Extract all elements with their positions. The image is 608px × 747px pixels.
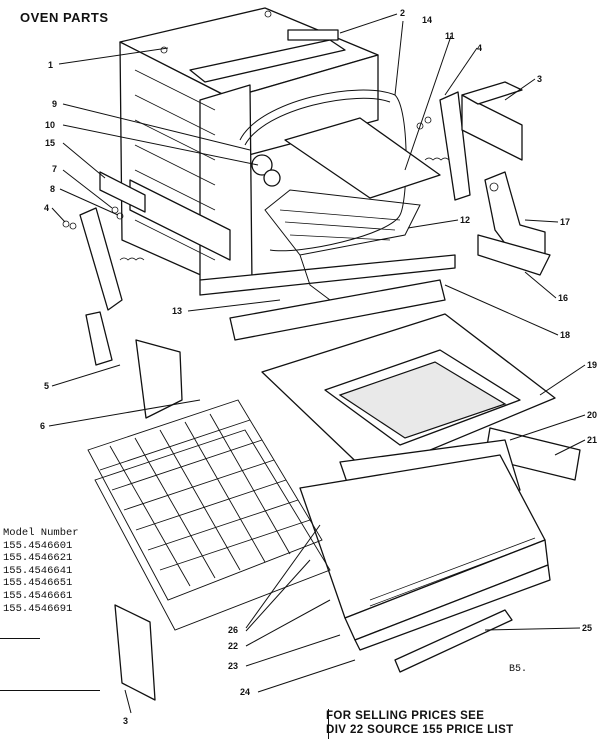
callout-1: 1	[48, 60, 53, 70]
callout-10: 10	[45, 120, 55, 130]
callout-2: 2	[400, 8, 405, 18]
callout-9: 9	[52, 99, 57, 109]
callout-6: 6	[40, 421, 45, 431]
model-number: 155.4546601	[3, 539, 73, 552]
drawing-code: B5.	[509, 664, 528, 675]
model-number: 155.4546621	[3, 552, 73, 565]
callout-3: 3	[537, 74, 542, 84]
bracket-16	[477, 234, 551, 276]
bracket-3-bottom	[114, 604, 156, 701]
price-note-line: DIV 22 SOURCE 155 PRICE LIST	[326, 724, 514, 736]
callout-11: 11	[445, 31, 455, 41]
callout-3b: 3	[123, 716, 128, 726]
model-number-heading: Model Number	[3, 527, 79, 539]
model-number: 155.4546691	[3, 602, 73, 615]
oven-door-outer	[299, 454, 551, 651]
callout-4: 4	[477, 43, 482, 53]
callout-8: 8	[50, 184, 55, 194]
callout-25: 25	[582, 623, 592, 633]
callout-22: 22	[228, 641, 238, 651]
leader-lines	[48, 13, 586, 714]
callout-13: 13	[172, 306, 182, 316]
callout-21: 21	[587, 435, 597, 445]
hinge-5	[85, 311, 113, 366]
model-number: 155.4546641	[3, 564, 73, 577]
callout-20: 20	[587, 410, 597, 420]
page-title: OVEN PARTS	[20, 10, 109, 25]
callout-12: 12	[460, 215, 470, 225]
callout-19: 19	[587, 360, 597, 370]
bracket-3-top	[461, 94, 523, 161]
hinge-4-left	[79, 207, 123, 311]
callout-labels: 1 2 14 11 4 3 9 10 15 7 8 4 17 12 16 13 …	[40, 8, 597, 726]
oven-shelf-panel	[284, 117, 441, 199]
hinge-4-right	[439, 91, 471, 201]
callout-18: 18	[560, 330, 570, 340]
divider	[328, 709, 329, 739]
callout-7: 7	[52, 164, 57, 174]
callout-16: 16	[558, 293, 568, 303]
door-handle-25	[394, 609, 513, 673]
callout-17: 17	[560, 217, 570, 227]
callout-15: 15	[45, 138, 55, 148]
bracket-15	[99, 171, 146, 213]
callout-24: 24	[240, 687, 250, 697]
price-note-line: FOR SELLING PRICES SEE	[326, 710, 485, 722]
divider	[0, 690, 100, 691]
model-number: 155.4546661	[3, 589, 73, 602]
vent-13	[229, 279, 446, 341]
callout-4b: 4	[44, 203, 49, 213]
spring-11	[424, 157, 450, 161]
oven-cabinet	[119, 7, 456, 296]
broil-element	[239, 89, 407, 252]
callout-5: 5	[44, 381, 49, 391]
hinge-17	[484, 171, 546, 256]
bake-element	[264, 189, 421, 301]
price-note: FOR SELLING PRICES SEE DIV 22 SOURCE 155…	[326, 709, 514, 737]
divider	[0, 638, 40, 639]
callout-23: 23	[228, 661, 238, 671]
callout-26: 26	[228, 625, 238, 635]
oven-racks-26	[87, 399, 331, 631]
model-number-list: Model Number 155.4546601 155.4546621 155…	[3, 527, 79, 615]
oven-door-frame-19	[261, 313, 556, 476]
callout-14: 14	[422, 15, 432, 25]
oven-light	[251, 154, 281, 187]
model-number: 155.4546651	[3, 577, 73, 590]
